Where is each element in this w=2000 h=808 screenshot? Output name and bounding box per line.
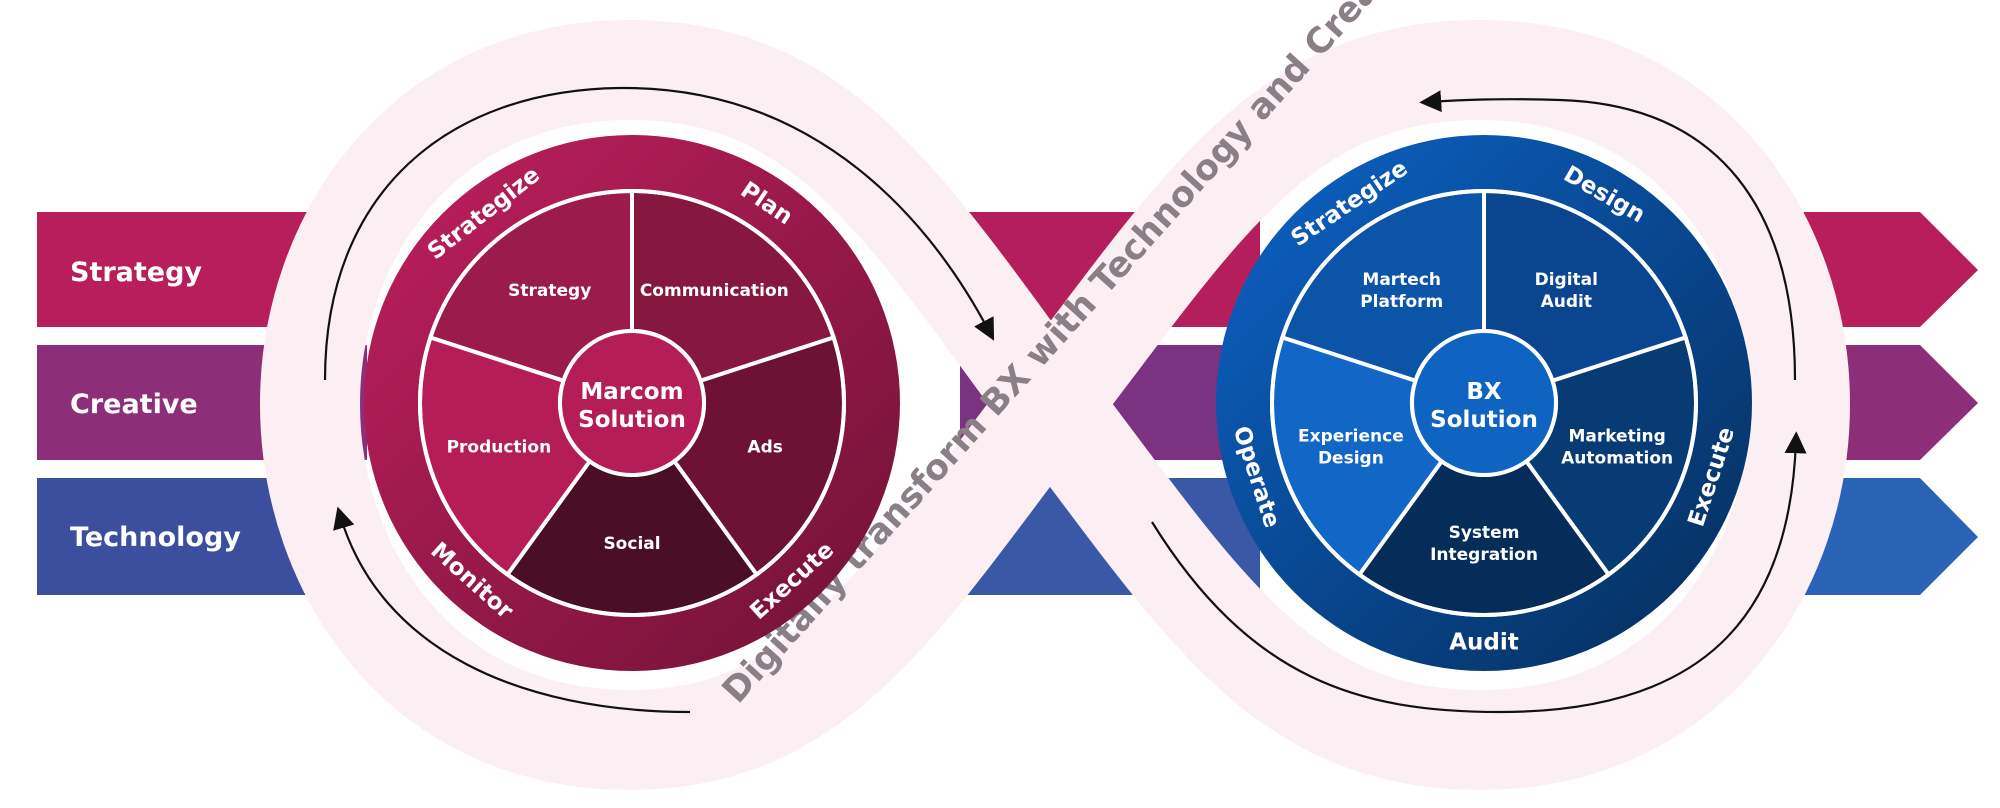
infinity-loop xyxy=(260,20,1850,790)
marcom-segment-label-4-0: Production xyxy=(447,437,552,457)
marcom-segment-label-1-0: Communication xyxy=(640,281,789,301)
bx-segment-label-0-0: Martech xyxy=(1362,270,1441,290)
marcom-center-line-1: Marcom xyxy=(580,379,683,405)
bx-segment-label-2-1: Automation xyxy=(1561,448,1673,468)
marcom-center-circle xyxy=(558,329,706,477)
marcom-segment-label-2-0: Ads xyxy=(747,437,782,457)
bx-center-line-2: Solution xyxy=(1430,407,1538,433)
marcom-segment-label-0-0: Strategy xyxy=(508,281,591,301)
bx-segment-label-4-0: Experience xyxy=(1298,426,1404,446)
marcom-segment-rim xyxy=(418,189,846,617)
bx-segment-label-4-1: Design xyxy=(1318,448,1384,468)
bx-segment-label-0-1: Platform xyxy=(1360,292,1443,312)
bx-center-circle xyxy=(1410,329,1558,477)
band-technology-arrow xyxy=(1795,478,1978,595)
marcom-center-line-2: Solution xyxy=(578,407,686,433)
band-strategy-arrow xyxy=(1795,212,1978,327)
infinity-loop-band xyxy=(260,20,1850,790)
bx-segment-label-3-1: Integration xyxy=(1430,545,1538,565)
bx-segment-label-3-0: System xyxy=(1449,523,1520,543)
bx-segment-label-1-1: Audit xyxy=(1541,292,1592,312)
bx-segment-rim xyxy=(1270,189,1698,617)
arrow-bx-top xyxy=(1419,90,1797,381)
arrow-marcom-bottom xyxy=(333,506,691,714)
marcom-segment-label-3-0: Social xyxy=(603,534,660,554)
bx-segment-label-1-0: Digital xyxy=(1535,270,1598,290)
band-strategy-label: Strategy xyxy=(70,257,202,288)
arrow-marcom-top xyxy=(323,86,995,381)
arrow-bx-bottom xyxy=(1151,431,1807,714)
bx-wheel: MartechPlatformDigitalAuditMarketingAuto… xyxy=(1216,135,1752,671)
band-technology-label: Technology xyxy=(70,522,241,553)
bx-center-line-1: BX xyxy=(1466,379,1502,405)
band-creative-label: Creative xyxy=(70,389,198,420)
bx-segment-label-2-0: Marketing xyxy=(1568,426,1665,446)
bx-ring-label-audit: Audit xyxy=(1449,630,1519,656)
cycle-arrows xyxy=(323,86,1807,714)
